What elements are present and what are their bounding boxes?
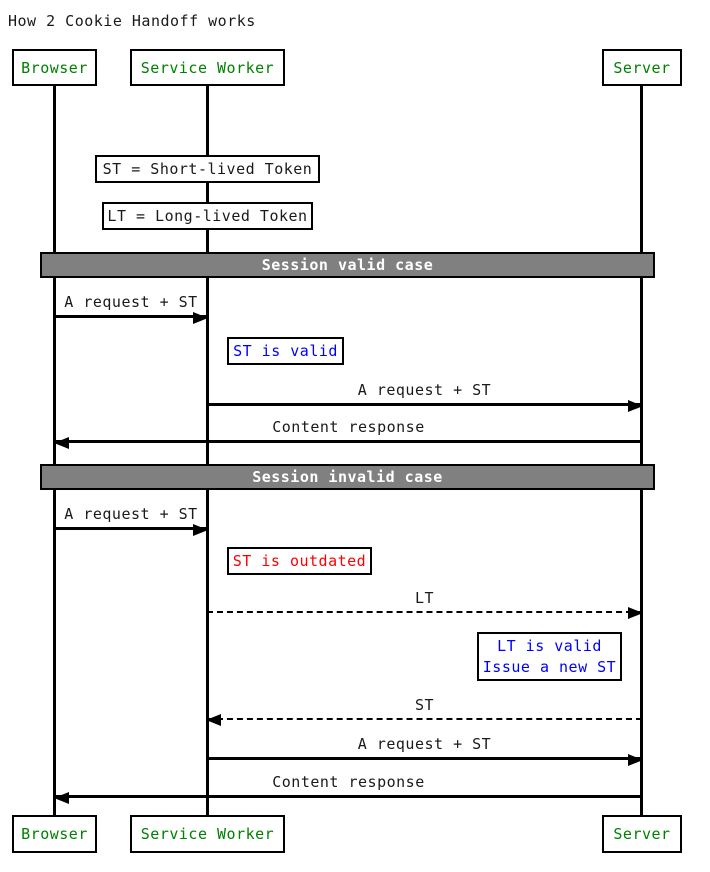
arrowhead-left-icon <box>206 714 221 726</box>
message-line <box>207 754 643 766</box>
message-request-st-2: A request + ST <box>207 381 643 412</box>
message-content-response-2: Content response <box>54 773 642 804</box>
message-label: Content response <box>272 773 425 791</box>
message-line <box>55 312 208 324</box>
annotation-st-valid-text: ST is valid <box>233 342 338 360</box>
message-line-dashed <box>207 607 643 619</box>
message-label: A request + ST <box>357 735 492 753</box>
actor-browser-top: Browser <box>12 49 97 86</box>
actor-server-bottom: Server <box>602 815 682 853</box>
annotation-st-valid: ST is valid <box>227 337 344 365</box>
message-line <box>54 792 642 804</box>
arrowhead-left-icon <box>54 437 69 449</box>
message-label: LT <box>414 589 435 607</box>
message-request-st-1: A request + ST <box>55 293 208 324</box>
arrowhead-left-icon <box>54 792 69 804</box>
actor-service-worker-top: Service Worker <box>130 49 285 86</box>
actor-browser-bottom: Browser <box>12 815 97 853</box>
message-line-dashed <box>206 714 642 726</box>
diagram-title: How 2 Cookie Handoff works <box>8 12 256 30</box>
message-label: A request + ST <box>64 505 198 523</box>
actor-browser-label: Browser <box>21 825 88 843</box>
message-line <box>55 524 208 536</box>
arrowhead-right-icon <box>628 400 643 412</box>
note-st-definition: ST = Short-lived Token <box>95 155 320 183</box>
arrowhead-right-icon <box>193 524 208 536</box>
actor-service-worker-label: Service Worker <box>140 58 275 77</box>
message-line <box>207 400 643 412</box>
message-label: A request + ST <box>357 381 492 399</box>
actor-service-worker-bottom: Service Worker <box>130 815 285 853</box>
message-label: Content response <box>272 418 425 436</box>
message-label: A request + ST <box>64 293 198 311</box>
lifeline-service-worker <box>206 86 209 816</box>
message-content-response-1: Content response <box>54 418 642 449</box>
note-lt-definition-text: LT = Long-lived Token <box>107 207 308 225</box>
message-lt: LT <box>207 589 643 619</box>
message-st: ST <box>206 696 642 726</box>
arrowhead-right-icon <box>628 607 643 619</box>
note-st-definition-text: ST = Short-lived Token <box>102 160 313 178</box>
message-request-st-3: A request + ST <box>55 505 208 536</box>
section-invalid-case: Session invalid case <box>40 464 655 490</box>
note-lt-definition: LT = Long-lived Token <box>102 202 313 230</box>
message-request-st-4: A request + ST <box>207 735 643 766</box>
actor-server-label: Server <box>613 58 671 77</box>
actor-browser-label: Browser <box>21 58 88 77</box>
lifeline-browser <box>53 86 56 816</box>
arrowhead-right-icon <box>628 754 643 766</box>
annotation-lt-valid: LT is valid Issue a new ST <box>477 632 622 681</box>
actor-server-label: Server <box>613 825 671 843</box>
actor-service-worker-label: Service Worker <box>140 825 275 843</box>
annotation-st-outdated-text: ST is outdated <box>232 552 367 570</box>
section-invalid-case-label: Session invalid case <box>252 468 443 486</box>
actor-server-top: Server <box>602 49 682 86</box>
annotation-st-outdated: ST is outdated <box>227 547 372 575</box>
annotation-lt-valid-line1: LT is valid <box>497 636 602 655</box>
arrowhead-right-icon <box>193 312 208 324</box>
lifeline-server <box>640 86 643 816</box>
section-valid-case: Session valid case <box>40 252 655 278</box>
annotation-lt-valid-line2: Issue a new ST <box>482 657 617 676</box>
section-valid-case-label: Session valid case <box>261 256 434 274</box>
message-line <box>54 437 642 449</box>
message-label: ST <box>414 696 435 714</box>
